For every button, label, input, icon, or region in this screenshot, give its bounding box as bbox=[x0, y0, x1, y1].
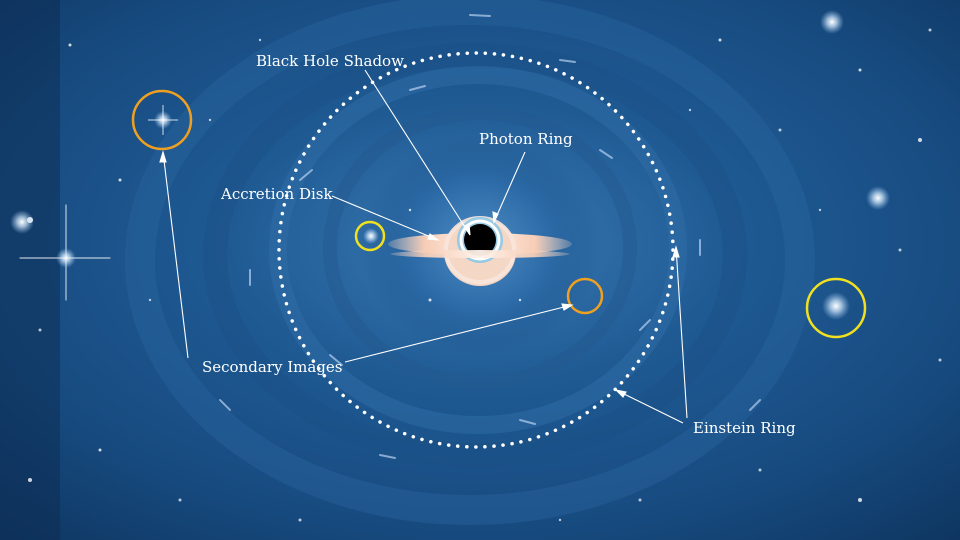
einstein-arrow-lower bbox=[615, 389, 684, 424]
black-hole bbox=[388, 216, 572, 286]
secondary-arrow-left bbox=[162, 151, 189, 359]
small-spike-star bbox=[148, 105, 178, 135]
accretion-disk-arrow bbox=[331, 195, 439, 241]
label-einstein-ring: Einstein Ring bbox=[693, 419, 796, 437]
secondary-image-marker-left bbox=[131, 89, 193, 151]
light-streaks bbox=[219, 14, 761, 459]
shadow-arrow bbox=[364, 69, 471, 236]
photon-ring bbox=[459, 219, 501, 261]
markers bbox=[131, 89, 867, 339]
bright-stars bbox=[10, 10, 890, 320]
secondary-image-marker-right bbox=[566, 277, 604, 315]
annotation-arrows bbox=[159, 69, 688, 424]
label-accretion-disk: Accretion Disk bbox=[220, 185, 333, 203]
label-black-hole-shadow: Black Hole Shadow bbox=[256, 52, 404, 70]
secondary-arrow-right bbox=[344, 304, 573, 363]
accretion-disk-front bbox=[390, 250, 570, 258]
einstein-ring bbox=[277, 51, 675, 449]
primary-image-marker-inner bbox=[354, 220, 386, 252]
primary-image-marker-outer bbox=[805, 277, 867, 339]
lensing-swirl bbox=[125, 0, 815, 525]
dark-edge bbox=[0, 0, 60, 540]
einstein-arrow-right bbox=[675, 246, 688, 419]
black-hole-shadow bbox=[464, 224, 496, 256]
photon-ring-arrow bbox=[493, 151, 526, 223]
label-secondary-images: Secondary Images bbox=[202, 358, 342, 376]
diffraction-star bbox=[19, 204, 111, 301]
label-photon-ring: Photon Ring bbox=[479, 130, 573, 148]
